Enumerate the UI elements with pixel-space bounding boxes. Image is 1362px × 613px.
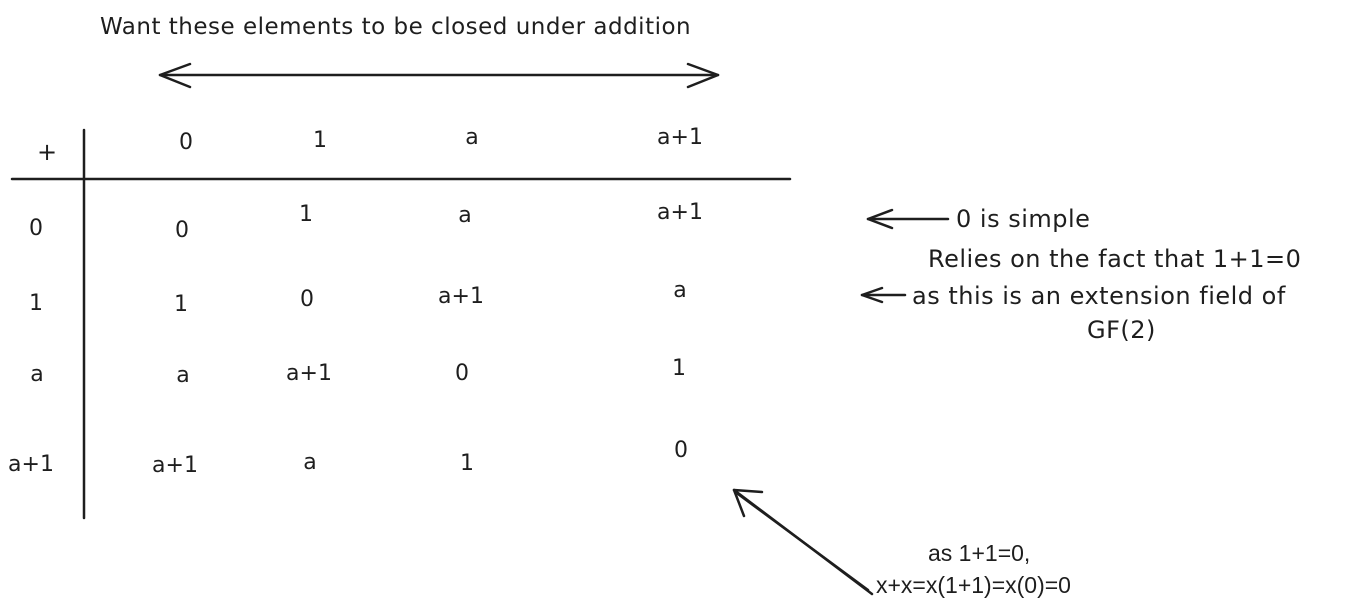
annotation-relies-line2: as this is an extension field of bbox=[912, 282, 1286, 310]
table-cell: 1 bbox=[460, 451, 474, 476]
column-header: a+1 bbox=[657, 125, 703, 150]
table-cell: 0 bbox=[674, 438, 688, 463]
column-header: 0 bbox=[179, 130, 193, 155]
table-cell: a+1 bbox=[657, 200, 703, 225]
title: Want these elements to be closed under a… bbox=[100, 14, 692, 40]
arrow-bottom-note bbox=[732, 488, 874, 596]
table-cell: 1 bbox=[672, 356, 686, 381]
table-cell: a+1 bbox=[438, 284, 484, 309]
row-label: 0 bbox=[29, 216, 43, 241]
table-cell: a bbox=[176, 363, 190, 388]
table-cell: 0 bbox=[300, 287, 314, 312]
table-cell: a bbox=[458, 203, 472, 228]
double-headed-arrow bbox=[158, 62, 720, 89]
table-cell: a bbox=[303, 450, 317, 475]
column-header: 1 bbox=[313, 128, 327, 153]
row-label: a bbox=[30, 362, 44, 387]
table-cell: a+1 bbox=[286, 361, 332, 386]
annotation-zero-simple: 0 is simple bbox=[956, 205, 1091, 233]
table-cell: a bbox=[673, 278, 687, 303]
bottom-note-line2: x+x=x(1+1)=x(0)=0 bbox=[876, 572, 1071, 598]
table-cell: a+1 bbox=[152, 453, 198, 478]
table-cell: 0 bbox=[455, 361, 469, 386]
column-header: a bbox=[465, 125, 479, 150]
bottom-note-line1: as 1+1=0, bbox=[928, 540, 1031, 566]
row-label: a+1 bbox=[8, 452, 54, 477]
arrow-zero-simple bbox=[866, 208, 950, 230]
table-cell: 0 bbox=[175, 218, 189, 243]
arrow-extension-field bbox=[860, 286, 907, 304]
table-cell: 1 bbox=[299, 202, 313, 227]
row-label: 1 bbox=[29, 291, 43, 316]
annotation-relies-line3: GF(2) bbox=[1087, 316, 1156, 344]
annotation-relies-line1: Relies on the fact that 1+1=0 bbox=[928, 245, 1302, 273]
table-corner: + bbox=[36, 138, 58, 166]
table-cell: 1 bbox=[174, 292, 188, 317]
